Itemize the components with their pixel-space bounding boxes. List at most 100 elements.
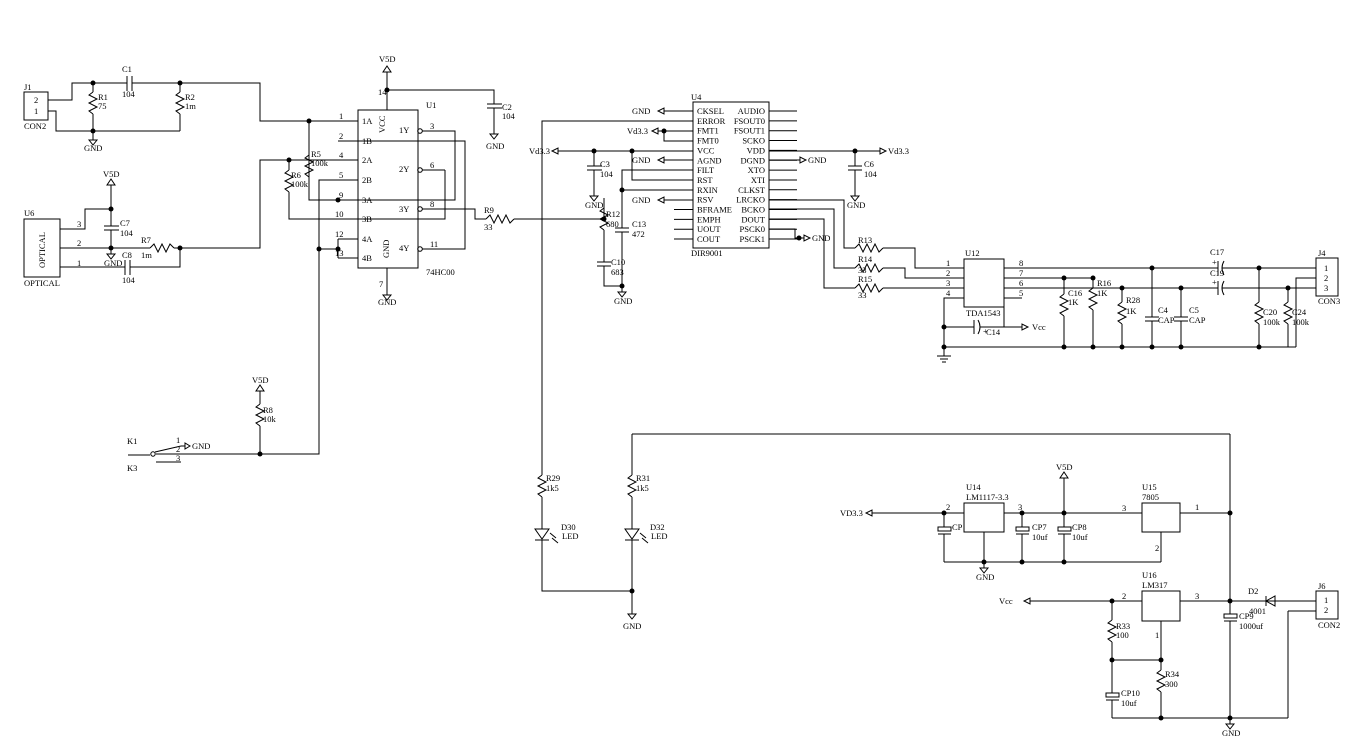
c13-ref: C13 <box>632 219 646 229</box>
c3-val: 104 <box>600 169 614 179</box>
led-d32: D32 LED <box>624 522 668 544</box>
u12-pin2: 2 <box>946 268 950 278</box>
d30-val: LED <box>562 531 579 541</box>
r34-val: 300 <box>1165 679 1178 689</box>
r29-ref: R29 <box>546 473 560 483</box>
u1-pin-4a: 4A <box>362 234 373 244</box>
u4-pin-rsv: RSV <box>697 195 714 205</box>
u1-num-9: 9 <box>339 190 343 200</box>
u16-val: LM317 <box>1142 580 1168 590</box>
c17-ref: C17 <box>1210 247 1224 257</box>
diode-d2: D2 4001 <box>1248 586 1276 616</box>
d2-val: 4001 <box>1249 606 1266 616</box>
r8-ref: R8 <box>263 405 273 415</box>
ic-u15: U15 7805 1 2 <box>1141 482 1199 553</box>
u1-pin-2a: 2A <box>362 155 373 165</box>
u1-num-7: 7 <box>379 279 383 289</box>
c5-ref: C5 <box>1189 305 1199 315</box>
ic-u4: U4 DIR9001 CKSELERRORFMT1FMT0VCCAGNDFILT… <box>691 92 770 258</box>
gnd-label: GND <box>614 296 632 306</box>
u4-pin-clkst: CLKST <box>738 185 766 195</box>
u4-pin-fmt0: FMT0 <box>697 136 719 146</box>
c20-val: 100k <box>1263 317 1281 327</box>
gnd-label: GND <box>192 441 210 451</box>
u12-pin7: 7 <box>1019 268 1023 278</box>
r12-val: 680 <box>606 219 619 229</box>
gnd-label: GND <box>632 195 650 205</box>
u1-pin-1a: 1A <box>362 116 373 126</box>
u12-pin5: 5 <box>1019 288 1023 298</box>
u15-pin1: 1 <box>1195 502 1199 512</box>
u15-val: 7805 <box>1142 492 1159 502</box>
u1-pin-4y: 4Y <box>399 243 409 253</box>
r8-val: 10k <box>263 414 277 424</box>
r16-ref: R16 <box>1097 278 1111 288</box>
d32-ref: D32 <box>650 522 665 532</box>
ic-u1: U1 74HC00 VCC GND 1A 1B 2A 2B 3A 3B 4A 4… <box>335 87 455 289</box>
vcc-label: Vcc <box>999 596 1013 606</box>
u16-pin1: 1 <box>1155 630 1159 640</box>
u4-pin-scko: SCKO <box>742 136 765 146</box>
u16-ref: U16 <box>1142 570 1157 580</box>
u4-pin-uout: UOUT <box>697 224 721 234</box>
u16-pin3: 3 <box>1195 591 1199 601</box>
c7-ref: C7 <box>120 218 130 228</box>
c6-ref: C6 <box>864 159 874 169</box>
c24-ref: C24 <box>1292 307 1307 317</box>
gnd-label: GND <box>104 258 122 268</box>
u1-num-6: 6 <box>430 160 434 170</box>
gnd-label: GND <box>632 106 650 116</box>
u4-pin-psck1: PSCK1 <box>739 234 765 244</box>
r2-val: 1m <box>185 101 196 111</box>
cp-val: CP <box>952 522 963 532</box>
r31-val: 1k5 <box>636 483 649 493</box>
u4-ref: U4 <box>691 92 702 102</box>
v5d-label: V5D <box>379 54 396 64</box>
c8-val: 104 <box>122 275 136 285</box>
j4-val: CON3 <box>1318 296 1340 306</box>
u1-num-8: 8 <box>430 199 434 209</box>
u6-body: OPTICAL <box>37 232 47 268</box>
cp10-val: 10uf <box>1121 698 1137 708</box>
u1-val: 74HC00 <box>426 267 455 277</box>
u6-ref: U6 <box>24 208 34 218</box>
u12-pin1: 1 <box>946 258 950 268</box>
u12-pin3: 3 <box>946 278 950 288</box>
gnd-label: GND <box>808 155 826 165</box>
u4-right-pins: AUDIOFSOUT0FSOUT1SCKOVDDDGNDXTOXTICLKSTL… <box>734 106 766 244</box>
u1-ref: U1 <box>426 100 436 110</box>
u6-val: OPTICAL <box>24 278 60 288</box>
cp8-val: 10uf <box>1072 532 1088 542</box>
svg-text:+: + <box>983 326 988 336</box>
u1-vcc: VCC <box>377 115 387 133</box>
c7-val: 104 <box>120 228 134 238</box>
u1-pin-2b: 2B <box>362 175 372 185</box>
u4-pin-xto: XTO <box>748 165 765 175</box>
svg-text:+: + <box>1212 277 1217 287</box>
r1-val: 75 <box>98 101 107 111</box>
r6-ref: R6 <box>291 170 301 180</box>
svg-text:+: + <box>1212 257 1217 267</box>
r9-ref: R9 <box>484 205 494 215</box>
c14-val: C14 <box>986 327 1001 337</box>
r7-val: 1m <box>141 250 152 260</box>
c24-val: 100k <box>1292 317 1310 327</box>
r16-val: 1K <box>1097 288 1108 298</box>
cp9-val: 1000uf <box>1239 621 1263 631</box>
cp8-ref: CP8 <box>1072 522 1087 532</box>
r28-val: 1K <box>1126 306 1137 316</box>
j4-pin2: 2 <box>1324 273 1328 283</box>
v5d-label: V5D <box>252 375 269 385</box>
r31-ref: R31 <box>636 473 650 483</box>
r5-val: 100k <box>311 158 329 168</box>
r1-ref: R1 <box>98 92 108 102</box>
r28-ref: R28 <box>1126 295 1140 305</box>
vd33-label: Vd3.3 <box>888 146 909 156</box>
c8-ref: C8 <box>122 250 132 260</box>
u6-pin2: 2 <box>77 238 81 248</box>
j4-ref: J4 <box>1318 248 1326 258</box>
u4-pin-bcko: BCKO <box>741 205 765 215</box>
cp10-ref: CP10 <box>1121 688 1140 698</box>
switch-k1[interactable]: K1 K3 1 2 3 <box>127 435 182 473</box>
r15-val: 33 <box>858 290 867 300</box>
